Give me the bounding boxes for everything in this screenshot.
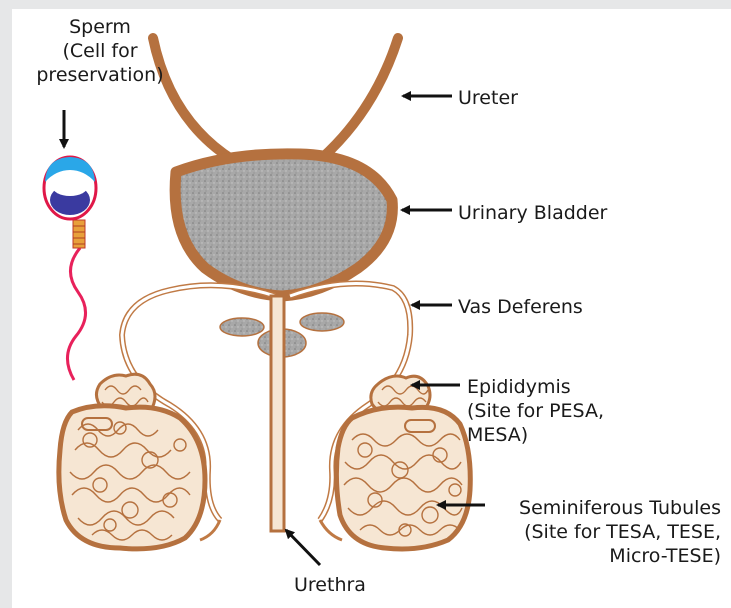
vas-to-left-testis	[200, 520, 220, 540]
label-tubules-line-2: (Site for TESA, TESE,	[474, 520, 721, 544]
urinary-bladder	[175, 154, 392, 296]
label-vas-deferens: Vas Deferens	[458, 295, 583, 319]
label-seminiferous-tubules: Seminiferous Tubules (Site for TESA, TES…	[474, 496, 721, 568]
diagram-canvas: Sperm (Cell for preservation) Ureter Uri…	[12, 9, 731, 608]
label-urinary-bladder: Urinary Bladder	[458, 201, 607, 225]
label-urethra: Urethra	[294, 573, 366, 597]
seminal-vesicle-left	[220, 318, 264, 336]
label-epididymis-line-1: Epididymis	[467, 375, 604, 399]
label-epididymis: Epididymis (Site for PESA, MESA)	[467, 375, 604, 447]
label-epididymis-line-2: (Site for PESA,	[467, 399, 604, 423]
label-bladder-line-1: Urinary Bladder	[458, 201, 607, 225]
label-ureter: Ureter	[458, 86, 518, 110]
arrow-urethra	[286, 530, 320, 565]
label-ureter-line-1: Ureter	[458, 86, 518, 110]
sperm-tail	[67, 248, 85, 380]
label-sperm-line-1: Sperm	[20, 15, 180, 39]
testis-left	[59, 374, 205, 549]
label-sperm-line-3: preservation)	[20, 63, 180, 87]
label-epididymis-line-3: MESA)	[467, 423, 604, 447]
label-tubules-line-3: Micro-TESE)	[474, 544, 721, 568]
label-tubules-line-1: Seminiferous Tubules	[474, 496, 721, 520]
urethra	[271, 296, 284, 531]
ureter-right	[322, 38, 398, 158]
sperm-cell	[44, 157, 96, 380]
label-sperm-line-2: (Cell for	[20, 39, 180, 63]
vas-to-right-testis	[320, 520, 342, 540]
testis-right	[336, 376, 470, 549]
label-urethra-line-1: Urethra	[294, 573, 366, 597]
label-sperm: Sperm (Cell for preservation)	[20, 15, 180, 87]
label-vas-line-1: Vas Deferens	[458, 295, 583, 319]
seminal-vesicle-right	[300, 313, 344, 331]
